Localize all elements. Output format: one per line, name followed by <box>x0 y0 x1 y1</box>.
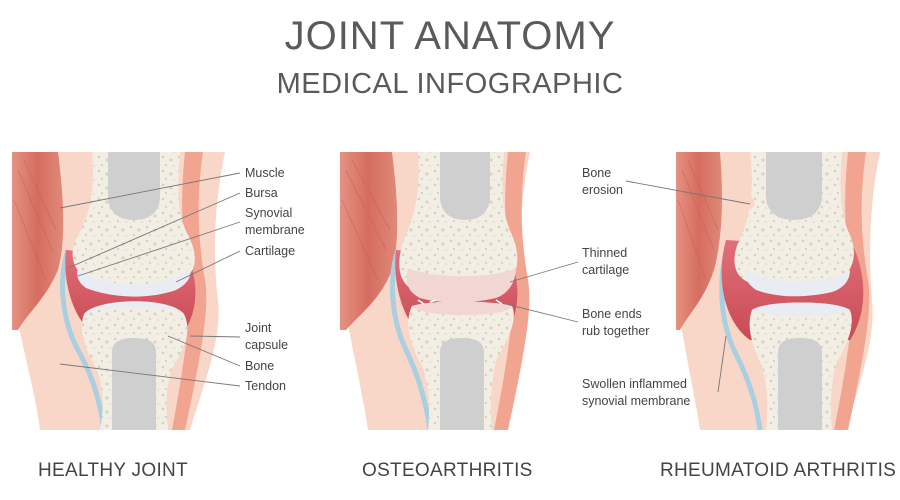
label-swollen-line2: synovial membrane <box>582 394 690 408</box>
label-joint-capsule-line2: capsule <box>245 338 288 352</box>
healthy-joint-illustration <box>12 152 225 431</box>
label-muscle: Muscle <box>245 166 285 180</box>
muscle-shape <box>12 152 64 330</box>
panel-2-labels: Thinned cartilage Bone ends rub together <box>582 246 649 338</box>
label-bone: Bone <box>245 359 274 373</box>
label-erosion-line1: Bone <box>582 166 611 180</box>
label-cartilage: Cartilage <box>245 244 295 258</box>
panel-3-labels: Bone erosion Swollen inflammed synovial … <box>582 166 690 408</box>
label-thinned-line1: Thinned <box>582 246 627 260</box>
caption-rheumatoid-arthritis: RHEUMATOID ARTHRITIS <box>660 460 897 481</box>
page-subtitle: MEDICAL INFOGRAPHIC <box>276 68 624 100</box>
label-joint-capsule-line1: Joint <box>245 321 272 335</box>
osteoarthritis-illustration <box>340 152 530 431</box>
panel-1-labels: Muscle Bursa Synovial membrane Cartilage… <box>245 166 305 393</box>
label-rub-line1: Bone ends <box>582 307 642 321</box>
label-synovial-line2: membrane <box>245 223 305 237</box>
label-erosion-line2: erosion <box>582 183 623 197</box>
label-synovial-line1: Synovial <box>245 206 292 220</box>
label-rub-line2: rub together <box>582 324 649 338</box>
label-swollen-line1: Swollen inflammed <box>582 377 687 391</box>
label-thinned-line2: cartilage <box>582 263 629 277</box>
leader-lines <box>59 172 751 393</box>
bursa-shape <box>60 249 107 431</box>
label-bursa: Bursa <box>245 186 278 200</box>
rheumatoid-arthritis-illustration <box>676 152 880 431</box>
upper-bone-shape <box>72 152 195 289</box>
page-title: JOINT ANATOMY <box>284 14 616 58</box>
label-tendon: Tendon <box>245 379 286 393</box>
caption-osteoarthritis: OSTEOARTHRITIS <box>362 460 533 481</box>
caption-healthy-joint: HEALTHY JOINT <box>38 460 188 481</box>
